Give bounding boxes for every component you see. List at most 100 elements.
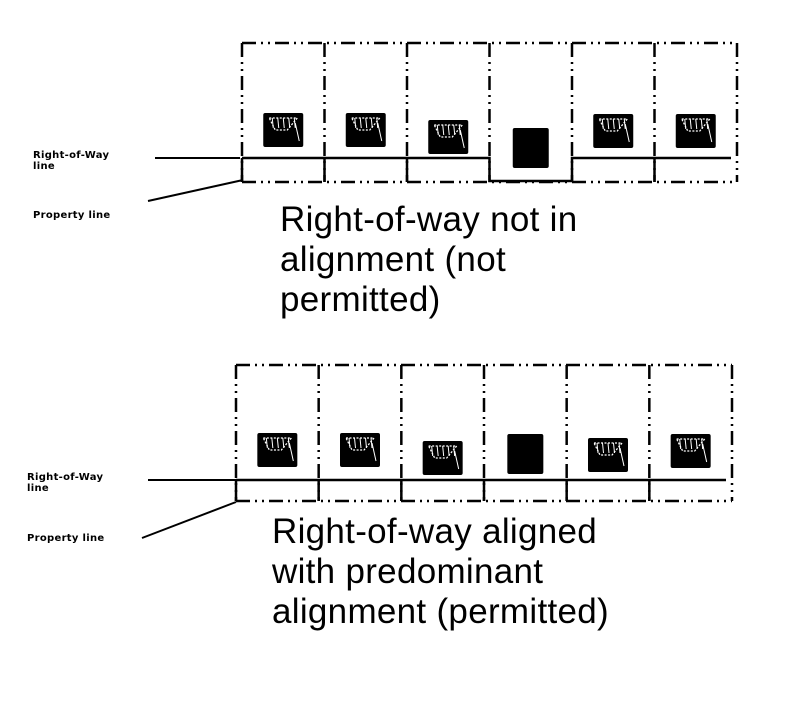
- roof-hatch-line: [271, 437, 274, 449]
- house-body: [340, 433, 380, 467]
- house-icon: [588, 438, 628, 472]
- house-body: [428, 120, 469, 154]
- roof-hatch-line: [282, 117, 285, 129]
- roof-edge: [707, 123, 713, 143]
- houses: [263, 113, 716, 168]
- roof-hatch-line: [679, 438, 682, 450]
- house-icon: [263, 113, 304, 147]
- house-body: [512, 128, 549, 168]
- roof-hatch-line: [607, 442, 610, 454]
- roof-hatch-line: [701, 438, 704, 450]
- house-icon: [422, 441, 463, 475]
- caption-line: alignment (permitted): [272, 592, 609, 631]
- row-label: Right-of-Way line: [33, 150, 109, 172]
- property-line-label: Property line: [27, 533, 105, 544]
- house-body: [345, 113, 386, 147]
- roof-edge: [377, 122, 383, 142]
- roof-hatch-line: [453, 445, 456, 457]
- house-icon: [593, 114, 634, 148]
- roof-hatch-line: [695, 118, 698, 130]
- roof-hatch-line: [612, 118, 615, 130]
- roof-edge: [624, 123, 630, 143]
- recessed-house-icon: [507, 434, 544, 474]
- roof-hatch-line: [690, 438, 693, 450]
- house-body: [263, 113, 304, 147]
- house-body: [670, 434, 711, 468]
- roof-hatch-line: [359, 117, 362, 129]
- house-body: [675, 114, 716, 148]
- roof-hatch-line: [277, 117, 280, 129]
- row-label-line1: Right-of-Way: [27, 472, 104, 483]
- roof-hatch-line: [354, 437, 356, 449]
- row-label-line2: line: [27, 483, 49, 494]
- property-label-leader: [141, 501, 237, 539]
- house-body: [257, 433, 298, 467]
- roof-hatch-line: [623, 118, 626, 130]
- panel-aligned: [141, 363, 734, 539]
- houses: [257, 433, 711, 475]
- lot-boundaries: [234, 363, 734, 503]
- roof-edge: [459, 129, 465, 149]
- roof-hatch-line: [359, 437, 362, 449]
- roof-hatch-line: [348, 437, 351, 449]
- roof-edge: [619, 447, 625, 467]
- house-body: [507, 434, 544, 474]
- house-body: [422, 441, 463, 475]
- roof-hatch-line: [431, 445, 434, 457]
- house-body: [588, 438, 628, 472]
- roof-hatch-line: [436, 445, 439, 457]
- roof-hatch-line: [700, 118, 703, 130]
- roof-hatch-line: [684, 118, 687, 130]
- roof-hatch-line: [282, 437, 285, 449]
- caption-line: Right-of-way aligned: [272, 512, 598, 551]
- roof-hatch-line: [376, 117, 379, 129]
- roof-hatch-line: [370, 117, 373, 129]
- roof-edge: [294, 122, 300, 142]
- roof-hatch-line: [447, 445, 450, 457]
- right-of-way-line: [240, 156, 731, 183]
- right-of-way-line: [234, 478, 726, 501]
- lot-boundaries: [240, 41, 739, 184]
- roof-hatch-line: [618, 118, 621, 130]
- roof-hatch-line: [447, 124, 450, 136]
- row-label: Right-of-Way line: [27, 472, 103, 494]
- caption-aligned: Right-of-way aligned with predominant al…: [272, 512, 609, 632]
- roof-hatch-line: [453, 124, 456, 136]
- roof-hatch-line: [370, 437, 373, 449]
- roof-hatch-line: [613, 442, 615, 454]
- house-body: [593, 114, 634, 148]
- roof-hatch-line: [695, 438, 698, 450]
- caption-line: Right-of-way not in: [280, 200, 578, 239]
- property-label-leader: [147, 179, 244, 202]
- house-icon: [345, 113, 386, 147]
- roof-edge: [702, 443, 708, 463]
- house-icon: [428, 120, 469, 154]
- roof-hatch-line: [442, 445, 445, 457]
- roof-hatch-line: [684, 438, 687, 450]
- roof-hatch-line: [288, 117, 291, 129]
- roof-hatch-line: [365, 437, 367, 449]
- roof-edge: [454, 450, 460, 470]
- roof-hatch-line: [607, 118, 610, 130]
- roof-hatch-line: [618, 442, 621, 454]
- right-of-way-segment: [242, 156, 731, 183]
- property-line-label: Property line: [33, 210, 111, 221]
- roof-hatch-line: [689, 118, 692, 130]
- roof-hatch-line: [276, 437, 279, 449]
- recessed-house-icon: [512, 128, 549, 168]
- roof-hatch-line: [287, 437, 290, 449]
- roof-hatch-line: [602, 442, 604, 454]
- house-icon: [257, 433, 298, 467]
- caption-line: permitted): [280, 280, 441, 319]
- house-icon: [675, 114, 716, 148]
- caption-not-aligned: Right-of-way not in alignment (not permi…: [280, 200, 578, 320]
- roof-hatch-line: [596, 442, 599, 454]
- roof-hatch-line: [293, 117, 296, 129]
- caption-line: alignment (not: [280, 240, 506, 279]
- panel-not-aligned: [147, 41, 739, 202]
- caption-line: with predominant: [272, 552, 544, 591]
- roof-hatch-line: [706, 118, 709, 130]
- house-icon: [340, 433, 380, 467]
- roof-hatch-line: [354, 117, 357, 129]
